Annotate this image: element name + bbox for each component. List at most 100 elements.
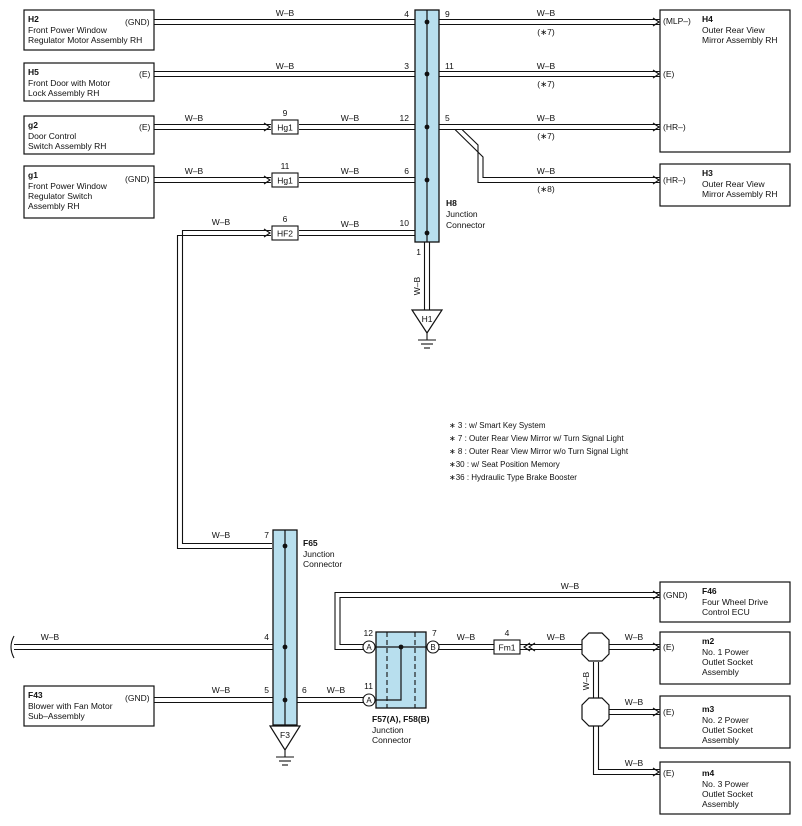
- inline-connector-hf2: HF2 6: [271, 214, 299, 241]
- pin-number: 12: [364, 628, 374, 638]
- component-label: Front Power Window: [28, 181, 108, 191]
- note-line: ∗ 7 : Outer Rear View Mirror w/ Turn Sig…: [449, 434, 624, 443]
- pin-number: 9: [283, 108, 288, 118]
- component-code: H3: [702, 168, 713, 178]
- wire-color-label: W–B: [341, 166, 360, 176]
- component-label: Outlet Socket: [702, 789, 754, 799]
- pin-label: (E): [663, 69, 675, 79]
- inline-connector-hg1: Hg1 9: [271, 108, 299, 135]
- h8-pin-numbers: 4 3 12 6 10 1 9 11 5: [400, 9, 455, 257]
- wire-color-label: W–B: [327, 685, 346, 695]
- pin-number: 5: [445, 113, 450, 123]
- connector-code: Hg1: [277, 176, 293, 186]
- component-label: Regulator Switch: [28, 191, 93, 201]
- right-wire-labels: W–B (∗7) W–B (∗7) W–B (∗7) W–B (∗8): [537, 8, 556, 194]
- component-h5: H5 Front Door with Motor Lock Assembly R…: [23, 62, 155, 102]
- component-label: No. 1 Power: [702, 647, 749, 657]
- component-m2: m2 No. 1 Power Outlet Socket Assembly (E…: [659, 631, 791, 685]
- pin-label: (HR–): [663, 122, 686, 132]
- pin-number: 4: [404, 9, 409, 19]
- option-label: (∗7): [537, 79, 555, 89]
- junction-connector-f65: F65 Junction Connector 7 4 5 6: [264, 529, 342, 726]
- wire-color-label: W–B: [185, 113, 204, 123]
- component-code: m4: [702, 768, 715, 778]
- junction-label: Connector: [303, 559, 342, 569]
- wires-f65-left: [10, 635, 365, 704]
- wire-color-label: W–B: [185, 166, 204, 176]
- wire-color-label: W–B: [212, 530, 231, 540]
- pin-number: 4: [505, 628, 510, 638]
- component-label: Outer Rear View: [702, 179, 766, 189]
- component-code: H4: [702, 14, 713, 24]
- note-line: ∗ 8 : Outer Rear View Mirror w/o Turn Si…: [449, 447, 629, 456]
- wire-color-label: W–B: [212, 217, 231, 227]
- junction-label: Connector: [372, 735, 411, 745]
- junction-label: Junction: [446, 209, 478, 219]
- wires-h8-left: [154, 18, 415, 550]
- component-m3: m3 No. 2 Power Outlet Socket Assembly (E…: [659, 695, 791, 749]
- component-label: Mirror Assembly RH: [702, 35, 778, 45]
- wire-color-label: W–B: [276, 61, 295, 71]
- pin-label: (E): [139, 122, 151, 132]
- pin-label: (E): [663, 642, 675, 652]
- component-h4: H4 Outer Rear View Mirror Assembly RH (M…: [659, 9, 791, 153]
- pin-number: 9: [445, 9, 450, 19]
- component-label: Assembly RH: [28, 201, 79, 211]
- component-code: H5: [28, 67, 39, 77]
- pin-number: 5: [264, 685, 269, 695]
- component-label: Outer Rear View: [702, 25, 766, 35]
- wire-color-label: W–B: [625, 632, 644, 642]
- splice-octagon: [581, 632, 610, 727]
- wire-color-label: W–B: [457, 632, 476, 642]
- component-code: g1: [28, 170, 38, 180]
- pin-number: 3: [404, 61, 409, 71]
- pin-label: (GND): [125, 693, 150, 703]
- component-label: Outlet Socket: [702, 657, 754, 667]
- component-label: Control ECU: [702, 607, 750, 617]
- component-label: Door Control: [28, 131, 76, 141]
- note-line: ∗ 3 : w/ Smart Key System: [449, 421, 546, 430]
- wire-color-label: W–B: [412, 276, 422, 295]
- wire-color-label: W–B: [341, 219, 360, 229]
- component-code: F43: [28, 690, 43, 700]
- wire-color-labels: W–B W–B W–B W–B W–B W–B W–B W–B: [185, 8, 360, 229]
- connector-letter: A: [366, 643, 372, 652]
- pin-label: (E): [663, 707, 675, 717]
- wire-color-label: W–B: [212, 685, 231, 695]
- component-code: H2: [28, 14, 39, 24]
- pin-number: 11: [445, 61, 454, 71]
- wire-color-label: W–B: [41, 632, 60, 642]
- component-label: Mirror Assembly RH: [702, 189, 778, 199]
- note-line: ∗30 : w/ Seat Position Memory: [449, 460, 560, 469]
- component-g1: g1 Front Power Window Regulator Switch A…: [23, 165, 155, 219]
- notes-block: ∗ 3 : w/ Smart Key System ∗ 7 : Outer Re…: [449, 421, 629, 482]
- pin-number: 7: [264, 530, 269, 540]
- component-code: g2: [28, 120, 38, 130]
- component-code: m3: [702, 704, 715, 714]
- component-f46: F46 Four Wheel Drive Control ECU (GND): [659, 581, 791, 623]
- component-m4: m4 No. 3 Power Outlet Socket Assembly (E…: [659, 761, 791, 815]
- chevron-left-icon: [523, 642, 536, 652]
- wires-f57-right: [334, 591, 660, 776]
- wire-color-label: W–B: [537, 61, 556, 71]
- component-label: Front Door with Motor: [28, 78, 110, 88]
- wire-color-label: W–B: [537, 8, 556, 18]
- connector-letter: A: [366, 696, 372, 705]
- option-label: (∗7): [537, 131, 555, 141]
- component-h3: H3 Outer Rear View Mirror Assembly RH (H…: [659, 163, 791, 207]
- connector-a-markers: A A B: [362, 640, 440, 707]
- wire-color-label: W–B: [625, 697, 644, 707]
- inline-connector-fm1: Fm1 4: [493, 628, 521, 655]
- wire-color-label: W–B: [276, 8, 295, 18]
- connector-code: HF2: [277, 229, 293, 239]
- pin-number: 6: [404, 166, 409, 176]
- wire-color-label: W–B: [537, 113, 556, 123]
- wire-color-label: W–B: [625, 758, 644, 768]
- component-label: Four Wheel Drive: [702, 597, 768, 607]
- connector-code: Hg1: [277, 123, 293, 133]
- pin-label: (HR–): [663, 175, 686, 185]
- connector-code: Fm1: [499, 643, 516, 653]
- component-label: Assembly: [702, 735, 740, 745]
- wire-color-label: W–B: [581, 671, 591, 690]
- junction-connector-f57-f58: F57(A), F58(B) Junction Connector 12 11 …: [364, 628, 437, 745]
